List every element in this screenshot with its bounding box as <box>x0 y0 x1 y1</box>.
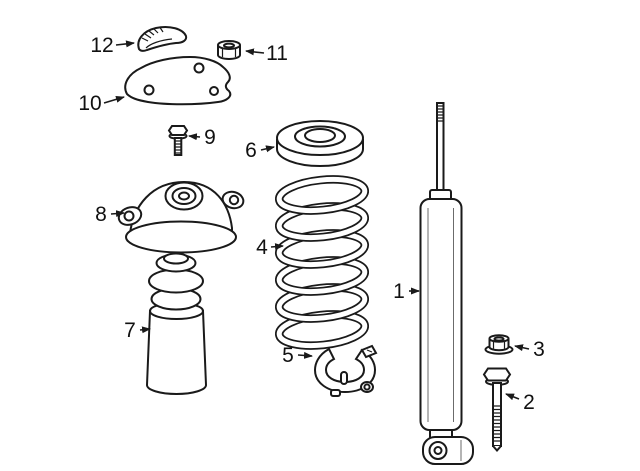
part-mount-nut[interactable] <box>217 40 241 60</box>
part-lower-mount-nut[interactable] <box>484 334 514 355</box>
leader-line-4 <box>270 243 284 251</box>
leader-line-3 <box>514 344 530 352</box>
part-coil-spring[interactable] <box>274 175 370 350</box>
part-upper-spring-seat[interactable] <box>276 120 364 167</box>
callout-6[interactable]: 6 <box>245 139 275 162</box>
callout-10[interactable]: 10 <box>78 92 125 115</box>
callout-number-9: 9 <box>204 126 216 149</box>
callout-11[interactable]: 11 <box>245 42 288 65</box>
leader-line-8 <box>110 210 125 218</box>
callout-number-6: 6 <box>245 139 257 162</box>
part-shock-mount[interactable] <box>116 180 245 254</box>
callout-number-4: 4 <box>256 236 268 259</box>
callout-number-1: 1 <box>393 280 405 303</box>
callout-number-2: 2 <box>523 391 535 414</box>
leader-line-6 <box>260 145 275 153</box>
callout-number-11: 11 <box>266 42 288 65</box>
leader-line-10 <box>103 95 125 104</box>
callout-4[interactable]: 4 <box>256 236 284 259</box>
callout-1[interactable]: 1 <box>393 280 420 303</box>
callout-number-7: 7 <box>124 319 136 342</box>
part-dust-boot[interactable] <box>145 252 208 395</box>
part-mount-bolt[interactable] <box>167 125 189 156</box>
callout-8[interactable]: 8 <box>95 203 125 226</box>
callout-9[interactable]: 9 <box>188 126 216 149</box>
callout-number-12: 12 <box>90 34 113 57</box>
callout-number-5: 5 <box>282 344 294 367</box>
callout-number-8: 8 <box>95 203 107 226</box>
callout-2[interactable]: 2 <box>505 391 535 414</box>
callout-number-10: 10 <box>78 92 101 115</box>
callout-number-3: 3 <box>533 338 545 361</box>
part-lower-spring-seat[interactable] <box>313 344 378 397</box>
leader-line-5 <box>297 351 313 359</box>
leader-line-7 <box>139 326 151 334</box>
leader-line-2 <box>505 393 520 401</box>
leader-line-11 <box>245 48 265 56</box>
part-cover-cap[interactable] <box>137 26 188 52</box>
leader-line-12 <box>115 40 135 48</box>
part-shock-absorber[interactable] <box>419 102 474 465</box>
callout-7[interactable]: 7 <box>124 319 151 342</box>
part-mount-plate[interactable] <box>124 55 232 106</box>
callout-5[interactable]: 5 <box>282 344 313 367</box>
callout-12[interactable]: 12 <box>90 34 135 57</box>
leader-line-9 <box>188 133 201 141</box>
part-lower-mount-bolt[interactable] <box>482 367 512 453</box>
callout-3[interactable]: 3 <box>514 338 545 361</box>
